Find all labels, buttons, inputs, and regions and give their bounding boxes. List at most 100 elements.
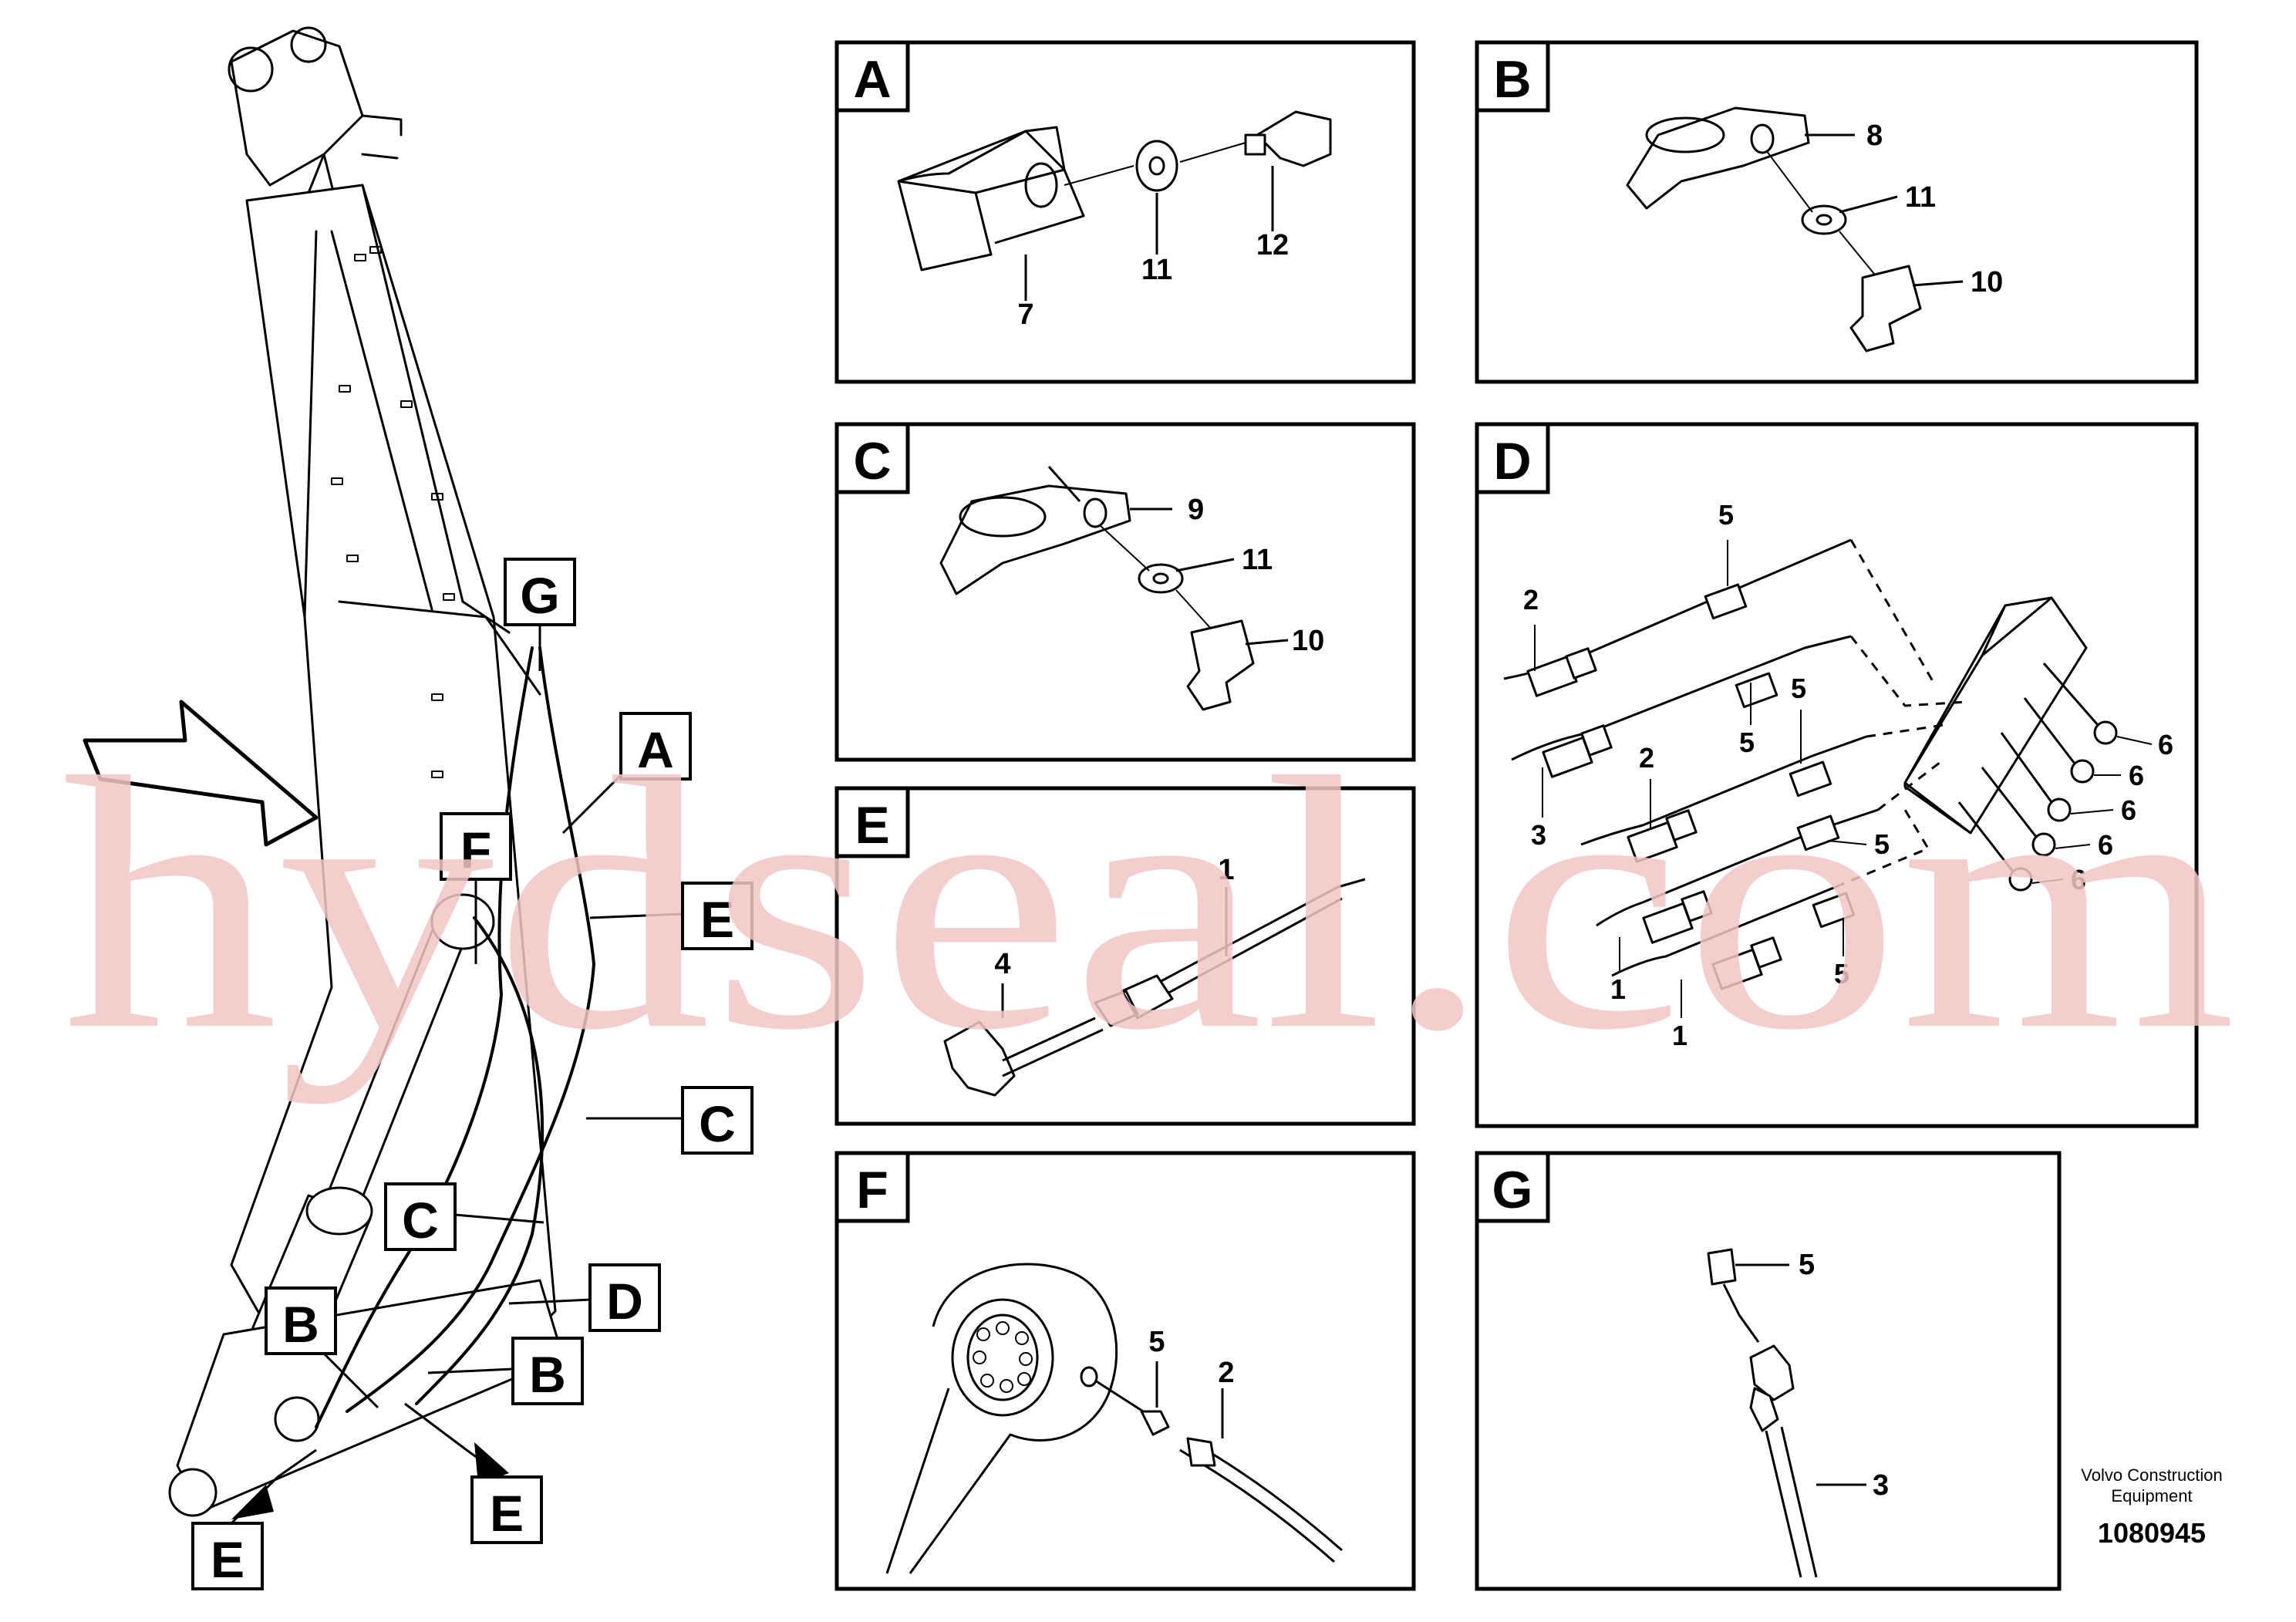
panel-e-letter: E [855, 796, 889, 855]
panel-b-tag [1475, 40, 1550, 113]
panel-c-tag [834, 422, 910, 494]
label-d-1-b: 1 [1672, 1020, 1687, 1051]
panel-g-tag [1475, 1151, 1550, 1223]
label-d-5-c: 5 [1791, 673, 1806, 704]
panel-d-tag [1475, 422, 1550, 494]
callout-e-right[interactable]: E [404, 1402, 543, 1544]
hose-row-4 [1596, 808, 1879, 927]
panel-d-frame [1475, 422, 2199, 1128]
label-e-1: 1 [1218, 854, 1234, 886]
cylinder-bearing-inner-f [966, 1313, 1039, 1401]
callout-b-left[interactable]: B [265, 1286, 379, 1409]
panel-b-frame [1475, 40, 2199, 384]
bracket-9-hole [1083, 497, 1108, 528]
arm-boom-inner-edge [303, 184, 464, 619]
bracket-8-hole [1750, 123, 1775, 154]
leader-11b [1839, 195, 1898, 214]
panel-g: G 5 3 [1475, 1151, 2062, 1591]
panel-c-letter: C [853, 432, 891, 491]
arm-cylinder-eye [430, 893, 495, 950]
arm-cylinder-rod [322, 901, 472, 1228]
caption-drawing-number: 1080945 [2098, 1517, 2206, 1549]
dashed-link-3 [1866, 723, 1944, 738]
panel-f: F 5 2 [834, 1151, 1416, 1591]
washer-11-b [1801, 204, 1847, 235]
label-d-6-a: 6 [2158, 729, 2173, 760]
bracket-8-loop [1645, 116, 1725, 153]
label-d-1-a: 1 [1610, 973, 1626, 1005]
caption-company-line2: Equipment [2111, 1486, 2192, 1506]
leader-10b [1912, 280, 1964, 287]
panel-c-frame [834, 422, 1416, 762]
axis-line-c [1098, 524, 1212, 629]
callout-b-right[interactable]: B [427, 1337, 584, 1405]
panel-b: B 8 11 10 [1475, 40, 2199, 384]
callout-e-left[interactable]: E [191, 1448, 317, 1590]
label-d-6-e: 6 [2071, 864, 2086, 895]
bearing-grooves-f [973, 1321, 1033, 1393]
callout-a-label: A [637, 721, 674, 778]
cylinder-bearing-f [951, 1298, 1054, 1417]
label-10-b: 10 [1971, 266, 2003, 298]
callout-e-upper-label: E [700, 891, 734, 948]
panel-f-tag [834, 1151, 910, 1223]
label-e-4: 4 [994, 948, 1010, 980]
bracket-7-hole [1024, 162, 1058, 208]
callout-c-lower[interactable]: C [384, 1182, 544, 1251]
drawing-caption: Volvo Construction Equipment 1080945 [2081, 1465, 2222, 1549]
label-d-2-a: 2 [1523, 584, 1539, 615]
hose-row-5 [1611, 885, 1836, 977]
arm-top-bracket [230, 29, 364, 187]
callout-f[interactable]: F [440, 812, 512, 964]
callout-e-right-label: E [490, 1485, 524, 1542]
bracket-7 [897, 130, 1085, 271]
arm-lower-pin-2 [168, 1468, 217, 1517]
washer-11-c-hole [1152, 572, 1169, 585]
washer-11-b-hole [1816, 214, 1832, 226]
bolt-12-shank [1244, 133, 1266, 156]
cylinder-eye-f [885, 1263, 1118, 1574]
fitting-3-g-body [1749, 1387, 1779, 1432]
callout-b-left-label: B [282, 1296, 319, 1353]
washer-11-a-hole [1148, 156, 1165, 176]
fitting-5-g-stem [1722, 1283, 1760, 1343]
panel-g-letter: G [1492, 1161, 1533, 1219]
callout-b-right-label: B [529, 1346, 566, 1403]
panel-e-tag [834, 786, 910, 858]
panel-g-frame [1475, 1151, 2062, 1591]
callout-e-upper[interactable]: E [589, 882, 754, 950]
leader-11c [1175, 558, 1235, 572]
caption-company-line1: Volvo Construction [2081, 1465, 2222, 1485]
panel-b-letter: B [1493, 50, 1531, 109]
arm-boom-plate [338, 600, 541, 696]
forward-direction-arrow [83, 700, 319, 847]
bracket-8 [1626, 106, 1810, 210]
callout-g[interactable]: G [504, 558, 576, 671]
label-9: 9 [1188, 494, 1204, 526]
bolt-10-c [1186, 619, 1255, 711]
panel-d: D [1475, 422, 2199, 1128]
fitting-2-f [1186, 1437, 1216, 1467]
label-d-6-b: 6 [2129, 760, 2144, 791]
label-f-5: 5 [1148, 1326, 1165, 1358]
fitting-5-f [1140, 1410, 1170, 1436]
callout-a[interactable]: A [561, 712, 692, 835]
callout-c-upper[interactable]: C [586, 1086, 754, 1155]
fitting-e-nut [1094, 974, 1174, 1027]
bracket-9-wire [1047, 466, 1081, 502]
leader-10c [1245, 639, 1289, 646]
arm-lower-pin-1 [274, 1396, 320, 1442]
distribution-block-face [1903, 596, 2052, 784]
label-11-b: 11 [1905, 181, 1936, 214]
panel-a-frame [834, 40, 1416, 384]
callout-d[interactable]: D [508, 1263, 661, 1332]
axis-line-b [1765, 150, 1875, 275]
bracket-9-loop [959, 496, 1047, 538]
watermark-text: hydseal.com [62, 703, 2237, 1105]
label-d-6-c: 6 [2121, 794, 2136, 826]
overview-callouts: G A F E C C [191, 558, 754, 1590]
hose-1-e [1156, 878, 1366, 996]
hose-2-f [1094, 1379, 1343, 1563]
axis-line-a [1064, 142, 1246, 186]
